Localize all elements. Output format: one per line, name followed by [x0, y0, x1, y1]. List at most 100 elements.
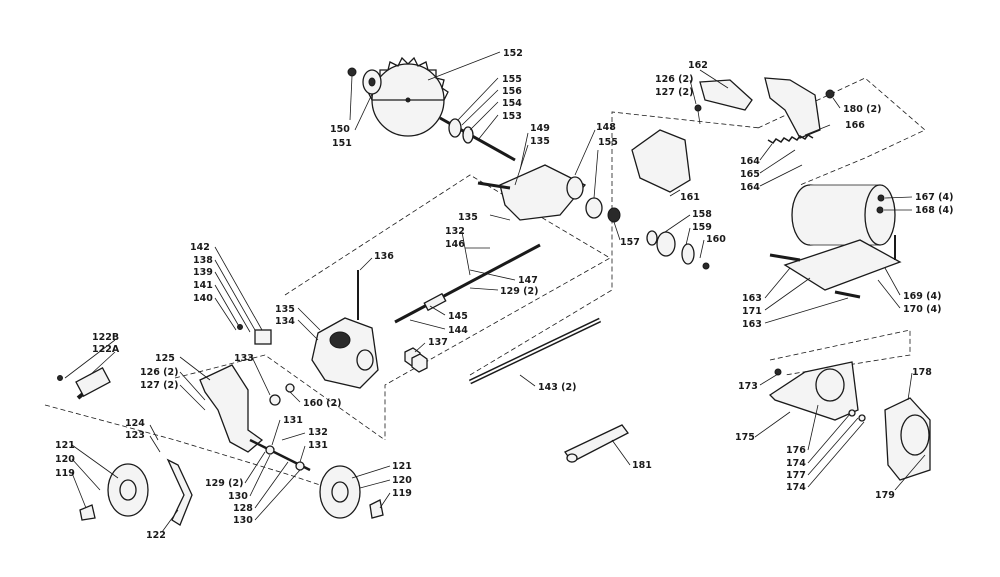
label-169: 169 (4) [903, 291, 941, 302]
label-126-top: 126 (2) [655, 74, 693, 85]
label-130-bottom: 130 [233, 515, 253, 526]
tilt-bracket [631, 129, 691, 193]
shaft-128 [249, 438, 311, 472]
label-174-a: 174 [786, 458, 806, 469]
label-158: 158 [692, 209, 712, 220]
nuts-137 [404, 347, 428, 373]
long-shaft-highlight [469, 319, 601, 383]
label-136: 136 [374, 251, 394, 262]
label-147: 147 [518, 275, 538, 286]
washer-174a [848, 409, 856, 417]
label-132-top: 132 [445, 226, 465, 237]
blade-guard-top [694, 79, 753, 125]
label-164-bottom: 164 [740, 182, 760, 193]
bracket-142 [237, 324, 272, 345]
label-176: 176 [786, 445, 806, 456]
guard-assembly-outline [769, 329, 911, 376]
label-164-top: 164 [740, 156, 760, 167]
label-126-left: 126 (2) [140, 367, 178, 378]
label-127-top: 127 (2) [655, 87, 693, 98]
label-138: 138 [193, 255, 213, 266]
label-155-right: 155 [598, 137, 618, 148]
label-119-left: 119 [55, 468, 75, 479]
label-181: 181 [632, 460, 652, 471]
handwheel-outline [44, 404, 351, 496]
label-129-bottom: 129 (2) [205, 478, 243, 489]
label-120-right: 120 [392, 475, 412, 486]
label-179: 179 [875, 490, 895, 501]
belt-guard-178 [884, 397, 931, 481]
label-162: 162 [688, 60, 708, 71]
label-145: 145 [448, 311, 468, 322]
pin-163a [769, 253, 801, 262]
blade-washer [347, 67, 382, 95]
arbor-shaft [439, 116, 516, 162]
label-170: 170 (4) [903, 304, 941, 315]
label-168: 168 (4) [915, 205, 953, 216]
base-outline [174, 354, 386, 441]
label-167: 167 (4) [915, 192, 953, 203]
label-143: 143 (2) [538, 382, 576, 393]
label-149: 149 [530, 123, 550, 134]
wrench [564, 424, 629, 463]
label-135-top: 135 [530, 136, 550, 147]
handwheel-left [79, 463, 149, 521]
leader-lines [64, 51, 926, 533]
label-129-top: 129 (2) [500, 286, 538, 297]
label-156: 156 [502, 86, 522, 97]
label-174-b: 174 [786, 482, 806, 493]
label-178: 178 [912, 367, 932, 378]
spring [767, 134, 814, 144]
pulley-set [646, 230, 710, 270]
label-124: 124 [125, 418, 145, 429]
base-casting [199, 364, 264, 453]
label-180: 180 (2) [843, 104, 881, 115]
elevation-shaft [394, 243, 541, 324]
arbor-assembly-outline [284, 174, 611, 440]
label-171: 171 [742, 306, 762, 317]
screw-173 [774, 368, 782, 376]
label-131-top: 131 [283, 415, 303, 426]
motor-mount-bracket [764, 77, 835, 139]
lever-122 [166, 458, 193, 526]
label-130-top: 130 [228, 491, 248, 502]
label-144: 144 [448, 325, 468, 336]
label-150: 150 [330, 124, 350, 135]
label-120-left: 120 [55, 454, 75, 465]
label-122: 122 [146, 530, 166, 541]
main-casting [311, 317, 379, 389]
label-135-mid: 135 [458, 212, 478, 223]
label-125: 125 [155, 353, 175, 364]
nut-160b [285, 383, 295, 393]
arbor-bracket [477, 164, 621, 223]
label-161: 161 [680, 192, 700, 203]
label-154: 154 [502, 98, 522, 109]
label-151: 151 [332, 138, 352, 149]
label-153: 153 [502, 111, 522, 122]
label-131-bottom: 131 [308, 440, 328, 451]
label-152: 152 [503, 48, 523, 59]
label-163-bottom: 163 [742, 319, 762, 330]
label-121-left: 121 [55, 440, 75, 451]
belt-guard-175 [768, 361, 859, 421]
label-122a: 122A [92, 344, 120, 355]
label-165: 165 [740, 169, 760, 180]
label-123: 123 [125, 430, 145, 441]
label-175: 175 [735, 432, 755, 443]
label-140: 140 [193, 293, 213, 304]
saw-blade [367, 56, 449, 137]
pin-163b [834, 290, 861, 299]
label-148: 148 [596, 122, 616, 133]
label-173: 173 [738, 381, 758, 392]
label-127-left: 127 (2) [140, 380, 178, 391]
label-133: 133 [234, 353, 254, 364]
label-155: 155 [502, 74, 522, 85]
mount-outline [611, 111, 761, 218]
label-122b: 122B [92, 332, 119, 343]
label-137: 137 [428, 337, 448, 348]
handle-122a [57, 367, 111, 400]
label-128: 128 [233, 503, 253, 514]
label-146: 146 [445, 239, 465, 250]
